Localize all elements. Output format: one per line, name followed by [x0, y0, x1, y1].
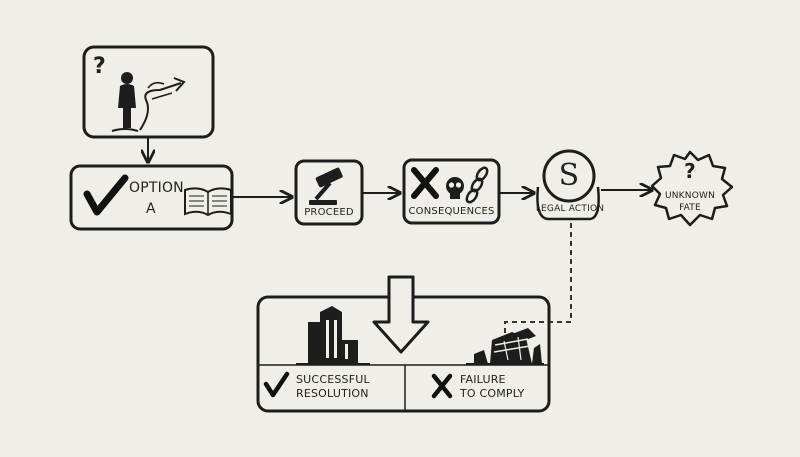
- consequences-box: [402, 158, 501, 225]
- legal-emblem-circle: [542, 149, 596, 203]
- legal-action-node: [536, 149, 600, 221]
- unknown-fate-cloud: [650, 150, 734, 227]
- proceed-box: [294, 159, 364, 226]
- start-decision-box: [82, 45, 215, 139]
- unknown-fate-line1: UNKNOWN: [664, 191, 716, 201]
- checkmark-icon: [83, 174, 129, 216]
- failure-x-icon: [431, 373, 453, 399]
- open-book-icon: [184, 187, 232, 217]
- success-check-icon: [263, 371, 290, 398]
- branching-path-arrow-icon: [139, 77, 186, 131]
- legal-emblem-letter: S: [558, 158, 580, 193]
- proceed-label: PROCEED: [304, 207, 354, 218]
- failure-outcome-line1: FAILURE: [460, 373, 506, 386]
- option-a-line2: A: [146, 201, 156, 217]
- gavel-icon: [309, 167, 343, 205]
- x-mark-icon: [411, 167, 439, 199]
- start-question-mark: ?: [93, 54, 106, 79]
- chain-icon: [465, 166, 489, 204]
- option-a-line1: OPTION: [129, 180, 184, 196]
- person-figure-icon: [111, 72, 139, 132]
- consequences-label: CONSEQUENCES: [408, 206, 495, 217]
- big-down-arrow: [372, 275, 430, 354]
- unknown-fate-line2: FATE: [679, 203, 701, 213]
- legal-action-label: LEGAL ACTION: [535, 204, 605, 214]
- success-outcome-line2: RESOLUTION: [296, 387, 369, 400]
- dashed-connector-to-outcomes: [504, 223, 572, 345]
- skull-icon: [446, 177, 464, 199]
- collapsed-building-icon: [466, 328, 544, 365]
- failure-outcome-line2: TO COMPLY: [460, 387, 525, 400]
- option-a-box: [69, 164, 234, 231]
- unknown-fate-question-mark: ?: [684, 159, 696, 183]
- success-outcome-line1: SUCCESSFUL: [296, 373, 370, 386]
- standing-building-icon: [296, 306, 370, 365]
